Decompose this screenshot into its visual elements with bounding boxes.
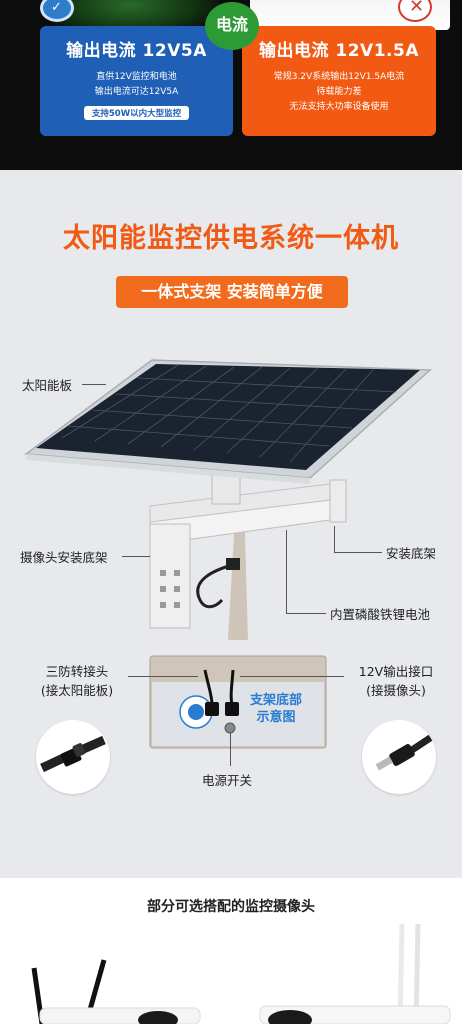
leader-line [286, 530, 287, 614]
comparison-banner: 输出电流 12V5A 直供12V监控和电池 输出电流可达12V5A 支持50W以… [0, 0, 462, 170]
good-card-title: 输出电流 12V5A [66, 41, 207, 61]
power-switch-label: 电源开关 [202, 773, 253, 788]
close-icon: ✕ [398, 0, 432, 22]
leader-line [122, 556, 150, 557]
product-section: 太阳能监控供电系统一体机 一体式支架 安装简单方便 [0, 170, 462, 878]
connector-closeup-photo [36, 720, 110, 794]
base-diagram-caption: 支架底部 示意图 [250, 693, 303, 725]
leader-line [334, 526, 335, 553]
bad-card-line: 无法支持大功率设备使用 [289, 102, 389, 112]
page-title: 太阳能监控供电系统一体机 [63, 223, 399, 254]
current-badge: 电流 [205, 2, 259, 50]
bad-card-line: 待载能力差 [316, 87, 362, 97]
camera-bracket-label: 摄像头安装底架 [20, 550, 108, 565]
good-current-card: 输出电流 12V5A 直供12V监控和电池 输出电流可达12V5A 支持50W以… [40, 26, 233, 136]
leader-line [128, 676, 198, 677]
output-port-label: 12V输出接口 (接摄像头) [358, 664, 434, 698]
bad-card-line: 常规3.2V系统输出12V1.5A电流 [273, 72, 405, 82]
good-card-pill: 支持50W以内大型监控 [83, 106, 190, 120]
leader-line [334, 552, 382, 553]
leader-line [286, 613, 326, 614]
good-card-line: 直供12V监控和电池 [96, 72, 177, 82]
leader-line [230, 732, 231, 766]
good-card-line: 输出电流可达12V5A [94, 87, 179, 97]
leader-line [240, 676, 344, 677]
connector-label: 三防转接头 (接太阳能板) [40, 664, 114, 698]
bad-card-title: 输出电流 12V1.5A [258, 41, 419, 61]
check-icon: ✓ [40, 0, 74, 22]
subtitle-pill: 一体式支架 安装简单方便 [116, 276, 348, 308]
camera-options-section: 部分可选搭配的监控摄像头 [0, 878, 462, 1024]
dc-plug-closeup-photo [362, 720, 436, 794]
solar-panel-label: 太阳能板 [22, 378, 73, 393]
camera-bracket-plate [149, 523, 191, 629]
leader-line [82, 384, 106, 385]
mount-base-label: 安装底架 [386, 546, 437, 561]
bad-current-card: 输出电流 12V1.5A 常规3.2V系统输出12V1.5A电流 待载能力差 无… [242, 26, 436, 136]
camera-options-photo [31, 923, 451, 1024]
solar-kit-illustration [23, 359, 432, 749]
battery-label: 内置磷酸铁锂电池 [330, 607, 431, 622]
section-title: 部分可选搭配的监控摄像头 [147, 899, 315, 915]
